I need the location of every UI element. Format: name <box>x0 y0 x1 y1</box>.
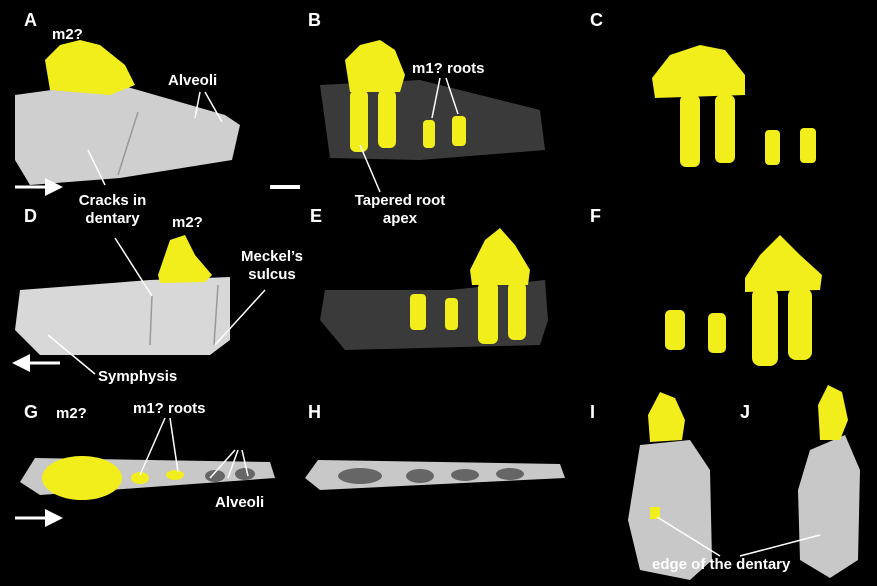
panel-a-dentary <box>15 40 240 185</box>
panel-label-d: D <box>24 206 37 226</box>
panel-label-c: C <box>590 10 603 30</box>
label-g-m2: m2? <box>56 405 87 422</box>
panel-label-a: A <box>24 10 37 30</box>
panel-i-cross-section <box>628 392 712 580</box>
leader-lines <box>47 77 821 557</box>
panel-label-i: I <box>590 402 596 422</box>
label-a-alveoli: Alveoli <box>168 72 218 89</box>
panel-b-dentary <box>320 40 545 160</box>
panel-label-g: G <box>24 402 39 422</box>
label-g-alveoli: Alveoli <box>215 494 265 511</box>
label-d-m2: m2? <box>172 214 203 231</box>
panel-label-f: F <box>590 206 601 226</box>
panel-j-cross-section <box>798 385 860 578</box>
panel-label-h: H <box>308 402 321 422</box>
panel-f-tooth <box>665 235 822 366</box>
panel-d-dentary <box>15 235 230 355</box>
label-g-m1-roots: m1? roots <box>133 400 206 417</box>
panel-h-dentary <box>305 460 565 490</box>
panel-g-dentary <box>20 456 275 500</box>
panel-a-tooth <box>45 40 135 95</box>
label-a-m2: m2? <box>52 26 83 43</box>
panel-label-b: B <box>308 10 321 30</box>
label-edge-of-dentary: edge of the dentary <box>652 556 791 573</box>
panel-label-j: J <box>740 402 751 422</box>
panel-e-dentary <box>320 228 548 350</box>
label-b-m1-roots: m1? roots <box>412 60 485 77</box>
label-symphysis: Symphysis <box>98 368 178 385</box>
panel-c-tooth <box>652 45 816 167</box>
panel-label-e: E <box>310 206 323 226</box>
